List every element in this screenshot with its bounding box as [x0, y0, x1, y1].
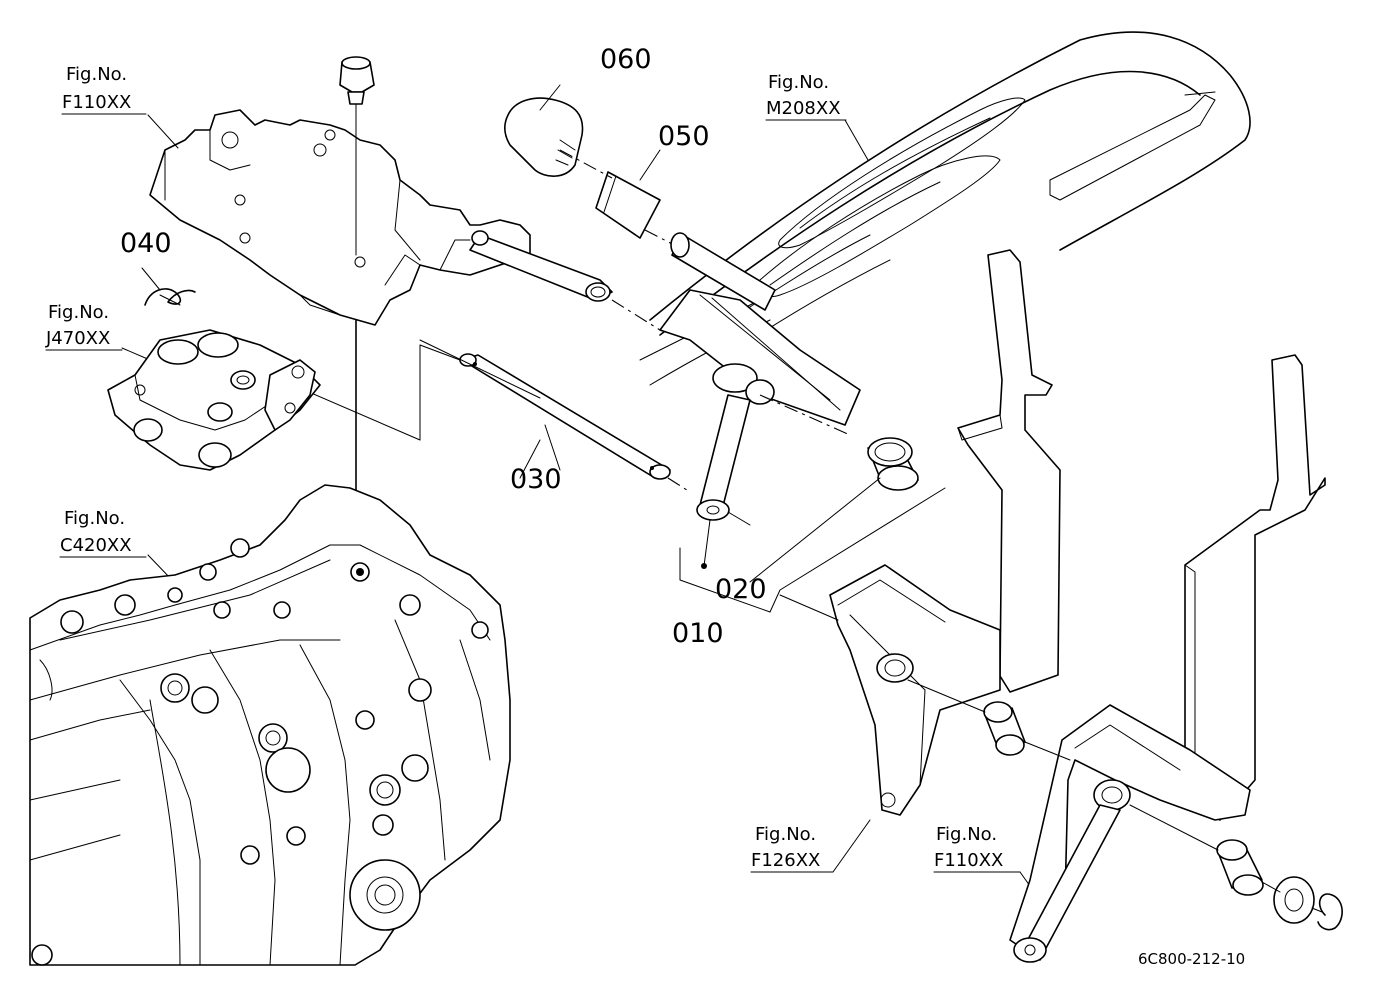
fig-ref-heading-6: Fig.No. — [936, 824, 997, 845]
fig-ref-code-5: F126XX — [751, 850, 820, 871]
fig-ref-code-6: F110XX — [934, 850, 1003, 871]
part-label-050: 050 — [658, 121, 710, 152]
bushing-end — [1216, 839, 1264, 896]
pedal-arm-right — [1179, 354, 1326, 821]
pedal-bracket-f110 — [1009, 704, 1251, 963]
pedal-bracket-f126 — [829, 564, 1001, 816]
washer — [1273, 876, 1315, 924]
circlip — [1317, 893, 1343, 931]
bolt — [339, 56, 375, 256]
valve-block — [107, 329, 321, 471]
fig-ref-code-3: C420XX — [60, 535, 132, 556]
part-label-020: 020 — [715, 574, 767, 605]
pin — [459, 353, 671, 480]
part-label-030: 030 — [510, 464, 562, 495]
fig-ref-heading-1: Fig.No. — [66, 64, 127, 85]
drawing-code: 6C800-212-10 — [1138, 950, 1245, 968]
pedal-arm-left — [957, 249, 1061, 693]
mounting-plate — [149, 109, 531, 326]
lever-knob — [504, 97, 584, 177]
fig-ref-code-1: F110XX — [62, 92, 131, 113]
fig-ref-heading-4: Fig.No. — [768, 72, 829, 93]
fig-ref-code-2: J470XX — [45, 328, 110, 349]
axis-line-lever — [759, 394, 851, 436]
leader-lines — [121, 84, 1041, 901]
pedal-axis-lines — [779, 594, 1323, 913]
transmission-case — [29, 484, 511, 966]
bushing — [867, 437, 919, 491]
fig-ref-heading-5: Fig.No. — [755, 824, 816, 845]
part-label-010: 010 — [672, 618, 724, 649]
fig-ref-heading-2: Fig.No. — [48, 302, 109, 323]
fig-ref-code-4: M208XX — [766, 98, 841, 119]
split-pin — [144, 288, 196, 306]
shaft-tube — [469, 230, 613, 302]
part-label-040: 040 — [120, 228, 172, 259]
axis-line-knob — [559, 149, 613, 179]
fig-ref-heading-3: Fig.No. — [64, 508, 125, 529]
axis-line-shaft — [611, 299, 661, 331]
part-label-060: 060 — [600, 44, 652, 75]
axis-line-pin — [667, 477, 691, 493]
lever-arm — [659, 232, 861, 526]
fender-panel — [639, 31, 1251, 386]
bushing-lower — [983, 701, 1026, 756]
grip-sleeve — [595, 171, 661, 239]
